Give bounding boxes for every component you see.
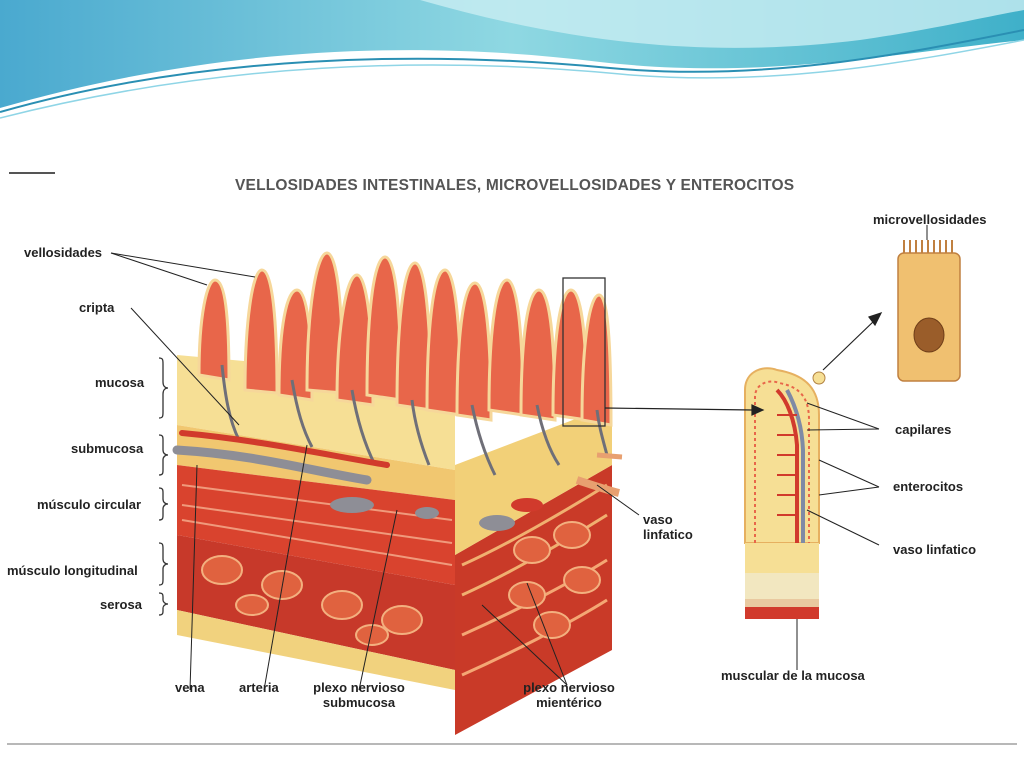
- label-enterocitos: enterocitos: [893, 479, 964, 494]
- banner-highlight: [420, 0, 1024, 48]
- label-plexo-mienterico-line2: mientérico: [536, 695, 602, 710]
- crypt-vessels: [220, 364, 609, 476]
- label-plexo-submucosa-line1: plexo nervioso: [313, 680, 405, 695]
- enterocyte-cell: [897, 240, 961, 382]
- banner-line-2: [0, 39, 1024, 119]
- label-vaso-linfatico-left-line1: vaso: [643, 512, 673, 527]
- layer-braces: [158, 357, 169, 616]
- label-submucosa: submucosa: [71, 441, 144, 456]
- label-muscular-de-la-mucosa: muscular de la mucosa: [721, 668, 865, 683]
- figure-panel: VELLOSIDADES INTESTINALES, MICROVELLOSID…: [7, 165, 1017, 745]
- label-vena: vena: [175, 680, 205, 695]
- label-plexo-mienterico-line1: plexo nervioso: [523, 680, 615, 695]
- label-vellosidades: vellosidades: [24, 245, 103, 260]
- leader-lines: [110, 225, 928, 691]
- label-vaso-linfatico-left: vaso linfatico: [643, 512, 693, 542]
- enlarged-villus: [744, 367, 826, 619]
- label-mucosa: mucosa: [95, 375, 145, 390]
- label-musculo-circular: músculo circular: [37, 497, 142, 512]
- label-plexo-submucosa: plexo nervioso submucosa: [307, 680, 411, 710]
- label-cripta: cripta: [79, 300, 115, 315]
- figure-title: VELLOSIDADES INTESTINALES, MICROVELLOSID…: [235, 177, 795, 194]
- label-capilares: capilares: [895, 422, 952, 437]
- label-microvellosidades: microvellosidades: [873, 212, 987, 227]
- intestine-illustration: [9, 172, 961, 735]
- label-plexo-submucosa-line2: submucosa: [322, 695, 396, 710]
- label-musculo-longitudinal: músculo longitudinal: [7, 563, 138, 578]
- arrows: [604, 311, 883, 416]
- label-vaso-linfatico-right: vaso linfatico: [893, 542, 977, 557]
- label-serosa: serosa: [100, 597, 142, 612]
- submucosa-vessels: [172, 430, 623, 531]
- villi: [197, 251, 613, 427]
- label-arteria: arteria: [239, 680, 279, 695]
- banner-line-1: [0, 29, 1024, 113]
- label-plexo-mienterico: plexo nervioso mientérico: [517, 680, 621, 710]
- label-vaso-linfatico-left-line2: linfatico: [643, 527, 693, 542]
- zoom-box: [562, 277, 606, 427]
